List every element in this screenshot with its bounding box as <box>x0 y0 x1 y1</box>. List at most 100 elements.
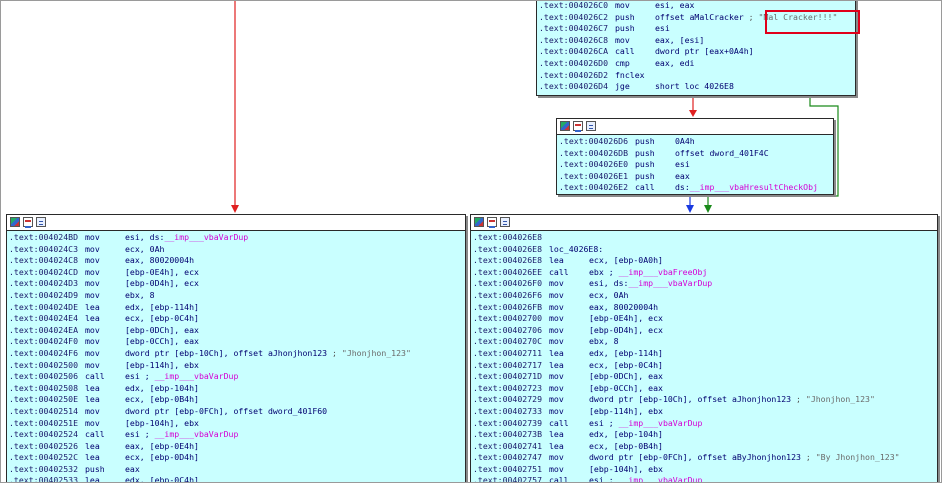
import-name[interactable]: __imp___vbaVarDup <box>154 371 239 382</box>
line-operands: edx, [ebp-114h] <box>125 302 199 314</box>
line-operands: ecx, [ebp-0C4h] <box>125 313 199 325</box>
line-mnemonic: fnclex <box>615 69 645 80</box>
color-pick-icon[interactable] <box>487 217 497 228</box>
line-address: .text:0040270C <box>473 336 543 347</box>
graph-overview-icon[interactable] <box>560 121 570 131</box>
operand-text: offset dword_401F4C <box>675 147 769 158</box>
line-mnemonic: call <box>549 266 569 277</box>
line-address: .text:0040252C <box>9 452 79 463</box>
line-operands: edx, [ebp-104h] <box>589 429 663 441</box>
graph-overview-icon[interactable] <box>474 217 484 227</box>
graph-overview-icon[interactable] <box>10 217 20 227</box>
import-name[interactable]: __imp___vbaVarDup <box>618 417 703 428</box>
line-mnemonic: lea <box>549 429 564 440</box>
operand-text: eax, [ebp-0E4h] <box>125 440 199 451</box>
color-pick-icon[interactable] <box>23 217 33 228</box>
disasm-line[interactable]: .text:004026E8 <box>473 232 937 244</box>
import-name[interactable]: __imp___vbaFreeObj <box>618 266 708 277</box>
line-operands: esi <box>675 159 690 171</box>
line-address: .text:004026E0 <box>559 159 629 170</box>
node-text-icon[interactable] <box>586 121 596 131</box>
color-pick-icon[interactable] <box>573 121 583 132</box>
line-address: .text:004026FB <box>473 301 543 312</box>
line-mnemonic: lea <box>85 301 100 312</box>
node-text-icon[interactable] <box>500 217 510 227</box>
node-text-icon[interactable] <box>36 217 46 227</box>
line-mnemonic: call <box>549 475 569 483</box>
import-name[interactable]: __imp___vbaVarDup <box>628 278 713 289</box>
operand-text: ds: <box>675 182 690 193</box>
line-operands: esi <box>655 23 670 35</box>
import-name[interactable]: __imp___vbaVarDup <box>164 232 249 242</box>
operand-text: eax, edi <box>655 57 695 68</box>
import-name[interactable]: __imp___vbaHresultCheckObj <box>689 182 818 193</box>
operand-text: [ebp-104h], ebx <box>589 463 663 474</box>
import-name[interactable]: __imp___vbaVarDup <box>154 429 239 440</box>
import-name[interactable]: __imp___vbaVarDup <box>618 475 703 483</box>
line-address: .text:004026C2 <box>539 11 609 22</box>
line-operands: [ebp-104h], ebx <box>125 418 199 430</box>
